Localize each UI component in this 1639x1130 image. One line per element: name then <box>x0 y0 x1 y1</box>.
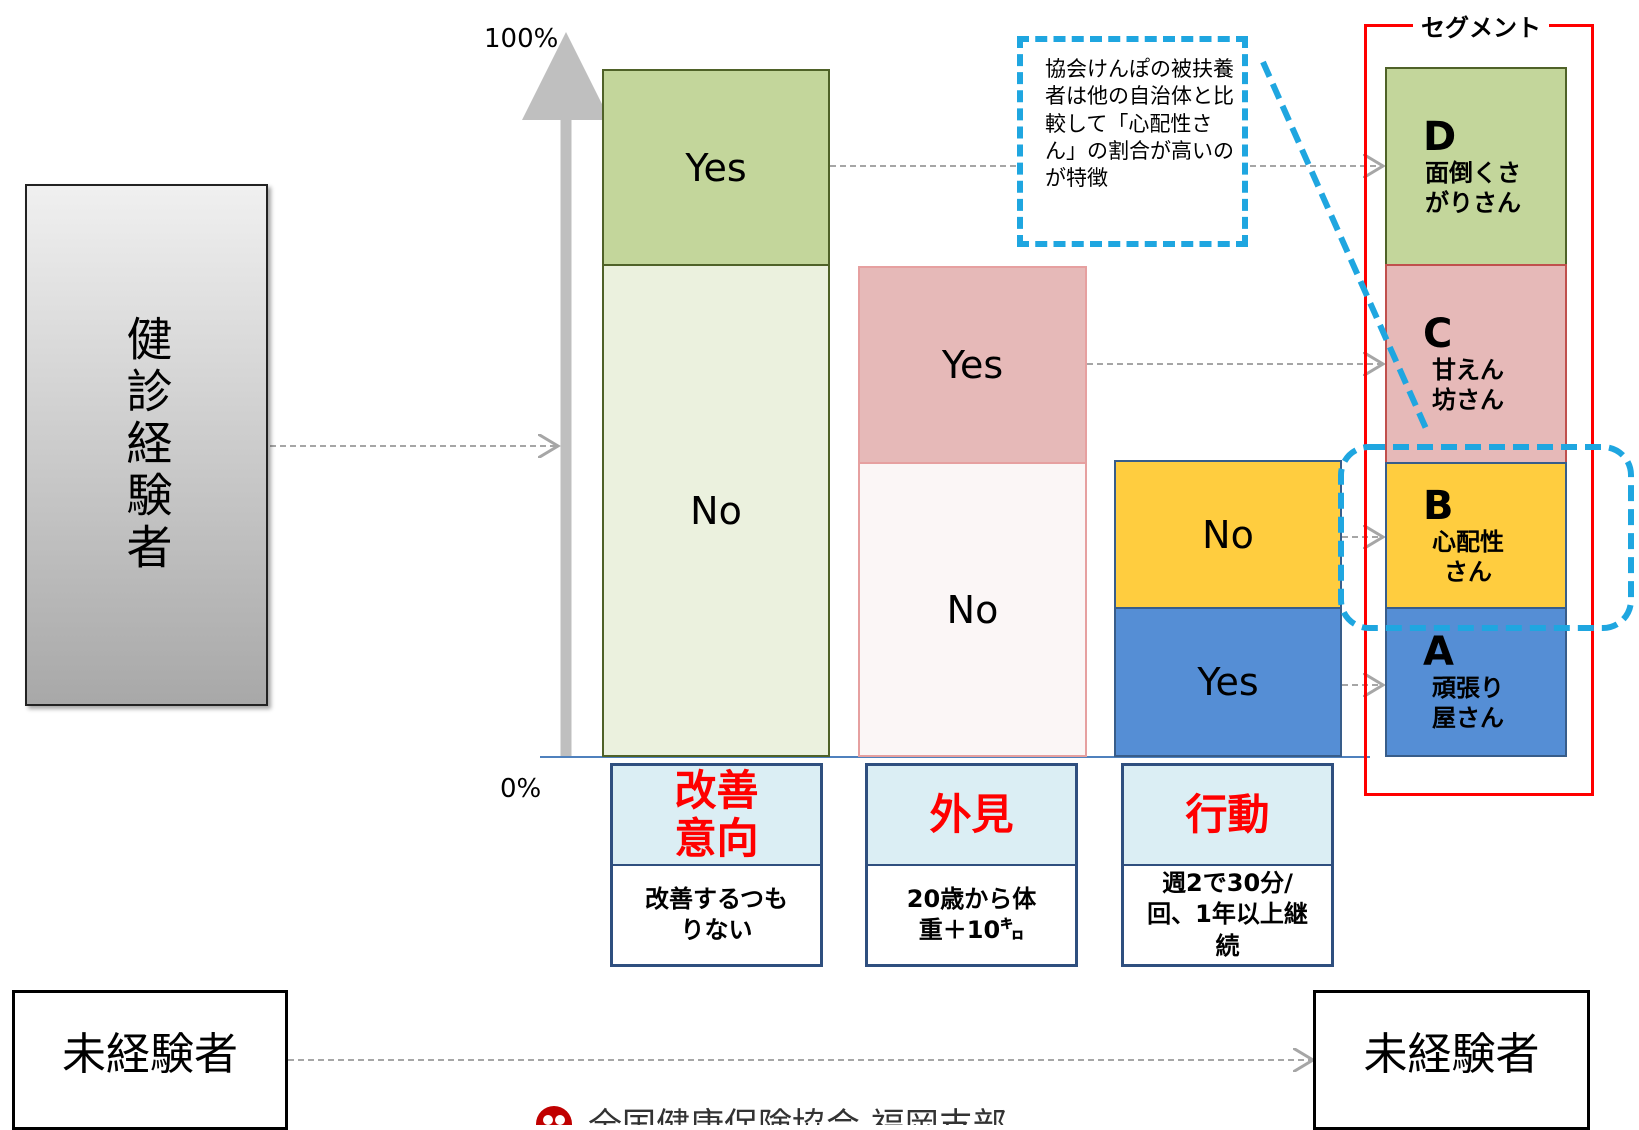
callout-highlight-frame <box>1338 444 1634 631</box>
bar1-no-label: No <box>690 488 742 533</box>
bar2-no-label: No <box>946 587 999 632</box>
category-improvement-title: 改善意向 <box>674 765 759 863</box>
bar1-no-segment: No <box>602 264 830 757</box>
segment-b-letter: B <box>1423 482 1454 529</box>
category-behavior-title: 行動 <box>1185 789 1270 839</box>
callout-note-text: 協会けんぽの被扶養者は他の自治体と比較して「心配性さん」の割合が高いのが特徴 <box>1045 57 1234 191</box>
segment-c-cell: C 甘えん坊さん <box>1385 264 1567 464</box>
bar1-yes-label: Yes <box>685 145 747 190</box>
experienced-label: 健診経験者 <box>119 315 174 575</box>
inexperienced-left-label: 未経験者 <box>62 1029 238 1080</box>
bar3-no-label: No <box>1202 512 1254 557</box>
inexperienced-box-left: 未経験者 <box>12 990 288 1130</box>
segment-d-name: 面倒くさがりさん <box>1425 158 1521 217</box>
axis-bottom-label: 0% <box>500 774 542 804</box>
bar3-yes-segment: Yes <box>1114 607 1342 757</box>
bar3-yes-label: Yes <box>1197 660 1259 704</box>
segment-b-name: 心配性さん <box>1432 527 1504 586</box>
category-improvement-desc-box: 改善するつもりない <box>610 866 823 967</box>
segment-d-letter: D <box>1423 113 1457 160</box>
category-behavior-desc-box: 週2で30分/回、1年以上継続 <box>1121 866 1334 967</box>
segment-c-letter: C <box>1423 311 1453 357</box>
category-appearance-desc: 20歳から体重＋10㌔ <box>906 884 1037 944</box>
bar2-yes-label: Yes <box>941 343 1004 387</box>
category-improvement-desc: 改善するつもりない <box>644 884 789 944</box>
segment-a-letter: A <box>1423 629 1454 675</box>
category-appearance-header: 外見 <box>865 763 1078 867</box>
segment-title: セグメント <box>1413 8 1549 43</box>
segment-c-name: 甘えん坊さん <box>1432 356 1504 414</box>
axis-top-label: 100% <box>484 24 559 54</box>
experienced-box: 健診経験者 <box>25 184 268 706</box>
category-improvement-header: 改善意向 <box>610 763 823 867</box>
category-appearance-title: 外見 <box>929 789 1014 839</box>
segment-b-cell: B 心配性さん <box>1385 462 1567 609</box>
footer: 全国健康保険協会 福岡支部 <box>524 1096 1124 1125</box>
segment-a-cell: A 頑張り屋さん <box>1385 607 1567 757</box>
segment-a-name: 頑張り屋さん <box>1432 674 1504 732</box>
category-behavior-header: 行動 <box>1121 763 1334 867</box>
inexperienced-right-label: 未経験者 <box>1363 1029 1540 1080</box>
category-appearance-desc-box: 20歳から体重＋10㌔ <box>865 866 1078 967</box>
category-behavior-desc: 週2で30分/回、1年以上継続 <box>1147 869 1308 960</box>
callout-connector <box>1260 60 1431 435</box>
callout-note-box: 協会けんぽの被扶養者は他の自治体と比較して「心配性さん」の割合が高いのが特徴 <box>1017 36 1248 247</box>
bar2-yes-segment: Yes <box>858 266 1087 464</box>
inexperienced-box-right: 未経験者 <box>1313 990 1590 1130</box>
footer-org-name: 全国健康保険協会 福岡支部 <box>588 1098 1007 1125</box>
segment-d-cell: D 面倒くさがりさん <box>1385 67 1567 266</box>
bar2-no-segment: No <box>858 462 1087 757</box>
org-logo-icon <box>536 1106 572 1125</box>
